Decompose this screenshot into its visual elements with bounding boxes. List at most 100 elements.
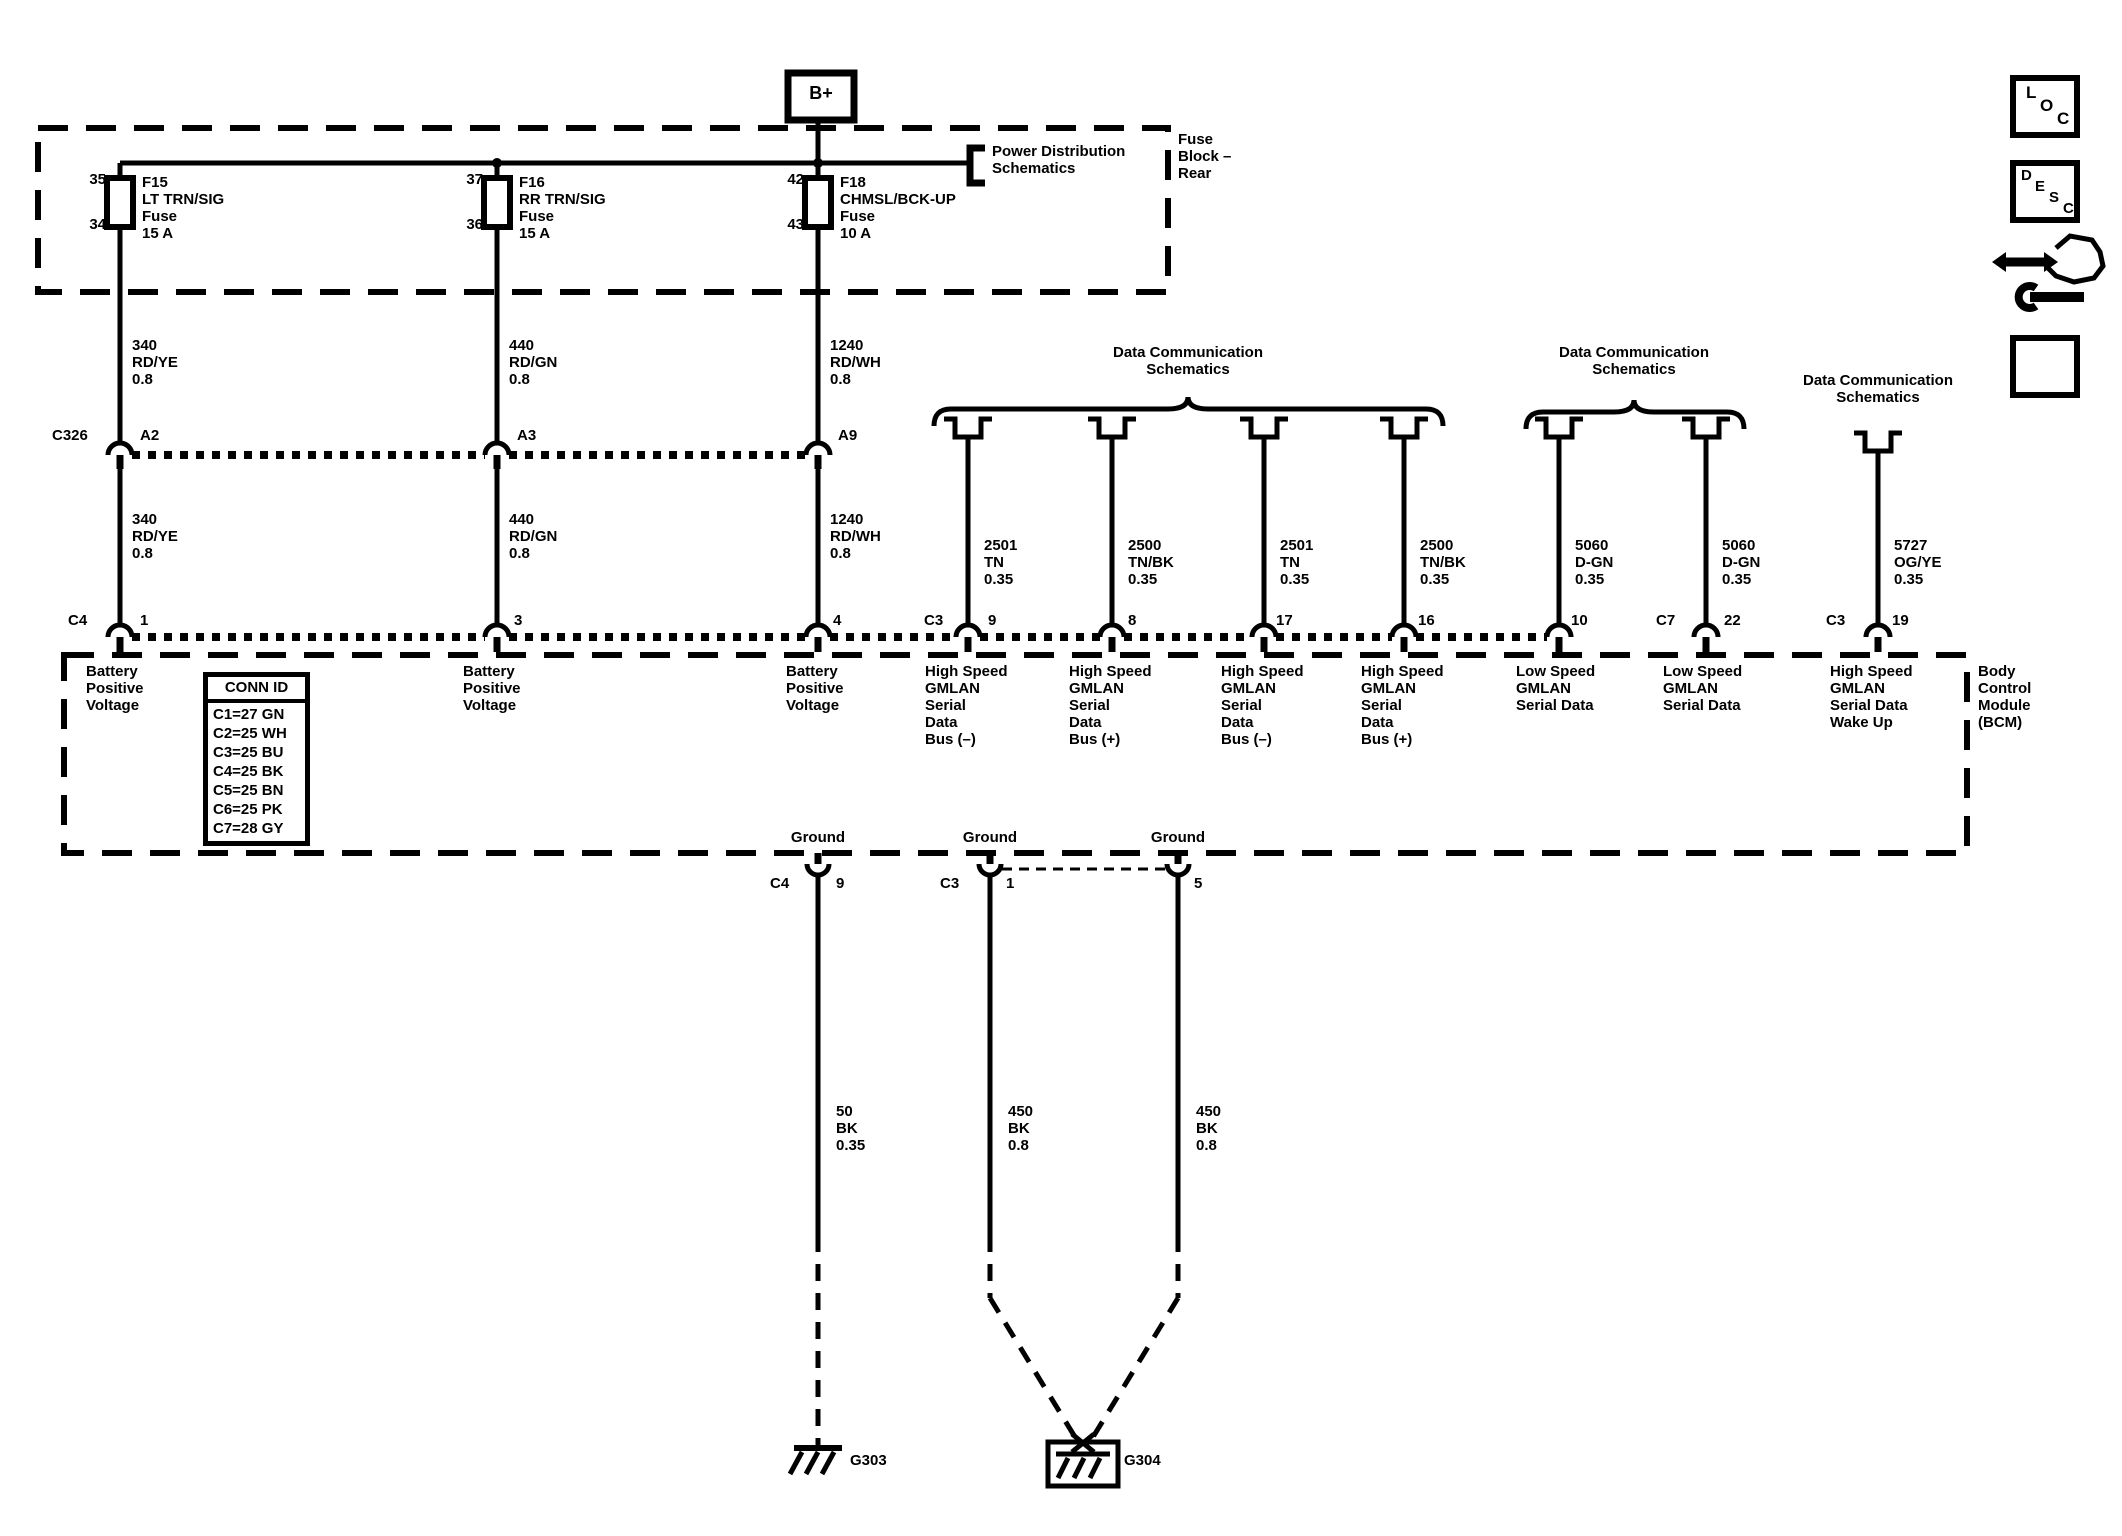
connector-c326-label: C326: [52, 427, 88, 444]
power-distribution-ref[interactable]: Power Distribution Schematics: [992, 143, 1126, 177]
desc-letter: S: [2049, 189, 2060, 206]
conn-id-row: C1=27 GN: [213, 706, 285, 723]
conn-id-row: C7=28 GY: [213, 820, 284, 837]
connector-c3-label: C3: [1826, 612, 1846, 629]
fuse-block-box: [35, 125, 1171, 295]
fuse-f18-pin-bottom: 43: [787, 216, 804, 233]
g304-ground-icon: [1045, 1432, 1121, 1489]
pin-9-label: 9: [988, 612, 997, 629]
conn-id-header: CONN ID: [208, 677, 305, 703]
pin-4-label: 4: [833, 612, 842, 629]
data-comm-title-1[interactable]: Data Communication Schematics: [1112, 344, 1263, 378]
data-comm-title-2[interactable]: Data Communication Schematics: [1558, 344, 1709, 378]
loc-letter: O: [2040, 96, 2054, 115]
connector-c4-label: C4: [68, 612, 88, 629]
loc-letter: C: [2057, 109, 2070, 128]
fuse-f16-pin-bottom: 36: [466, 216, 483, 233]
bcm-top-pin-row: [105, 622, 1893, 652]
g303-ground-icon: [787, 1445, 842, 1476]
pin-9-label: 9: [836, 875, 845, 892]
connector-c3-label: C3: [940, 875, 960, 892]
b-plus-feed: [120, 69, 985, 187]
pin-22-label: 22: [1724, 612, 1741, 629]
fuse-f15-symbol: [104, 175, 136, 230]
fuse-f16-pin-top: 37: [466, 171, 483, 188]
forward-arrow-button[interactable]: [2010, 335, 2080, 398]
pin-a2-label: A2: [140, 427, 160, 444]
b-plus-label: B+: [809, 83, 833, 103]
ground-label: Ground: [1150, 829, 1206, 846]
conn-id-row: C6=25 PK: [213, 801, 283, 818]
pin-3-label: 3: [514, 612, 523, 629]
g303-label: G303: [850, 1452, 887, 1469]
pin-5-label: 5: [1194, 875, 1203, 892]
bcm-ground-pin-row: [804, 853, 1192, 878]
data-comm-brace-1: [931, 396, 1446, 427]
pin-a3-label: A3: [517, 427, 537, 444]
loc-letter: L: [2026, 83, 2037, 102]
fuse-f16-symbol: [481, 175, 513, 230]
fuse-block-title: Fuse Block – Rear: [1178, 131, 1232, 182]
pin-17-label: 17: [1276, 612, 1293, 629]
desc-letter: D: [2021, 167, 2032, 184]
data-comm-title-3[interactable]: Data Communication Schematics: [1802, 372, 1953, 406]
fuse-f15-pin-top: 35: [89, 171, 106, 188]
connector-c7-label: C7: [1656, 612, 1676, 629]
conn-id-row: C2=25 WH: [213, 725, 287, 742]
ground-label: Ground: [790, 829, 846, 846]
connector-c4-label: C4: [770, 875, 790, 892]
bcm-box: [61, 652, 1970, 856]
b-plus-terminal-box: [784, 69, 858, 124]
connector-c326-row: [105, 440, 833, 625]
g304-label: G304: [1124, 1452, 1161, 1469]
fuse-symbols: [104, 163, 834, 444]
conn-id-row: C4=25 BK: [213, 763, 284, 780]
conn-id-table: CONN ID C1=27 GN C2=25 WH C3=25 BU C4=25…: [203, 672, 310, 846]
pin-16-label: 16: [1418, 612, 1435, 629]
desc-letter: C: [2063, 200, 2074, 217]
pin-1-label: 1: [140, 612, 149, 629]
data-comm-brace-2: [1523, 399, 1747, 430]
pin-19-label: 19: [1892, 612, 1909, 629]
pin-a9-label: A9: [838, 427, 858, 444]
connector-c3-label: C3: [924, 612, 944, 629]
pin-10-label: 10: [1571, 612, 1588, 629]
desc-button[interactable]: D E S C: [2010, 160, 2080, 223]
conn-id-row: C3=25 BU: [213, 744, 284, 761]
ground-wires: [815, 875, 1181, 1446]
fuse-f18-pin-top: 42: [787, 171, 804, 188]
loc-button[interactable]: L O C: [2010, 75, 2080, 138]
data-comm-wires: [931, 396, 1902, 625]
desc-letter: E: [2035, 178, 2046, 195]
ground-label: Ground: [962, 829, 1018, 846]
pin-1-label: 1: [1006, 875, 1015, 892]
pin-8-label: 8: [1128, 612, 1137, 629]
service-info-icon[interactable]: [1992, 233, 2106, 312]
